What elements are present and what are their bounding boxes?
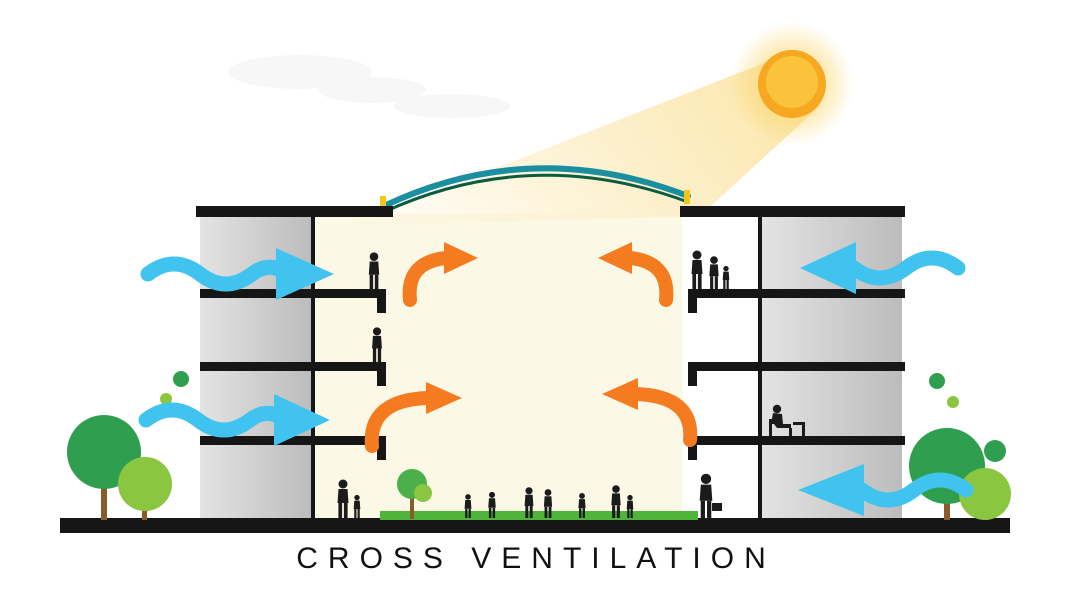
person-silhouette (722, 265, 730, 289)
trees-left (67, 371, 189, 520)
roof-post-left (380, 196, 386, 212)
trees-right (909, 373, 1011, 520)
rising-air-arrow (402, 242, 478, 307)
wind-arrow-right-upper (800, 242, 966, 294)
left-floor-slab-4 (200, 436, 386, 460)
right-roof-slab (680, 206, 905, 217)
briefcase (712, 503, 722, 511)
left-floor-slab-2 (200, 289, 386, 313)
diagram-title: CROSS VENTILATION (296, 542, 776, 575)
left-roof-slab (196, 206, 393, 217)
person-silhouette (691, 250, 703, 289)
ground-slab (60, 518, 1010, 533)
right-floor-slab-2 (688, 289, 905, 313)
grass-strip (380, 511, 698, 520)
courtyard-tree (397, 469, 432, 519)
roof-post-right (684, 190, 690, 204)
seated-person-silhouette (769, 404, 805, 436)
wind-arrow-left-upper (140, 248, 334, 300)
clouds (228, 55, 510, 118)
rising-air-arrow (602, 378, 698, 447)
left-floor-slab-3 (200, 362, 386, 386)
curved-atrium-roof (380, 165, 691, 214)
person-silhouette (709, 256, 719, 289)
wind-arrow-left-lower (138, 394, 330, 446)
person-silhouette (699, 473, 713, 518)
right-floor-slab-3 (688, 362, 905, 386)
right-building-section (680, 206, 905, 520)
sun (730, 22, 854, 146)
right-floor-slab-4 (688, 436, 905, 460)
people-silhouettes (337, 250, 805, 518)
wind-arrow-right-lower (798, 464, 974, 516)
rising-air-arrow (598, 242, 674, 307)
sun-inner-disc (766, 56, 818, 108)
rising-air-arrow (364, 382, 462, 453)
section-diagram-canvas (60, 22, 1011, 533)
orange-rising-air-arrows (364, 242, 698, 453)
blue-wind-arrows (138, 242, 974, 516)
